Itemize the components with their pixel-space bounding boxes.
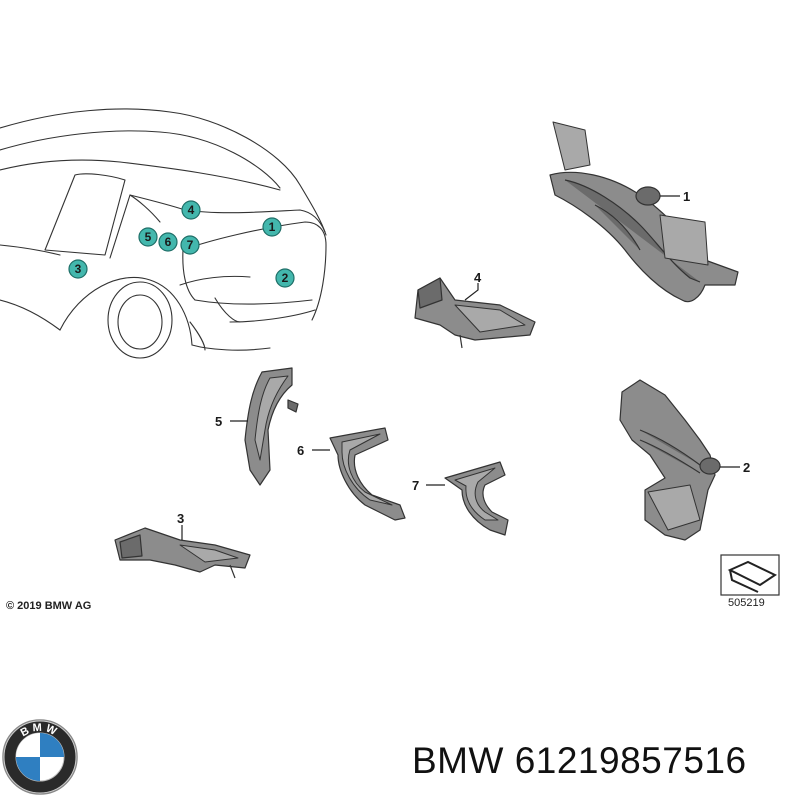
callout-2: 2 [743,460,750,475]
bmw-logo: BMW [2,719,78,795]
car-bubble-2: 2 [275,268,295,288]
svg-text:3: 3 [75,262,82,276]
svg-text:1: 1 [269,220,276,234]
part-7-drawing: 7 [412,461,509,536]
reference-box [720,554,780,596]
part-3-drawing: 3 [114,511,251,579]
car-bubble-4: 4 [181,200,201,220]
svg-text:5: 5 [145,230,152,244]
copyright-text: © 2019 BMW AG [6,600,92,612]
part-number-label: BMW 61219857516 [412,740,747,781]
svg-text:2: 2 [282,271,289,285]
reference-number: 505219 [728,597,765,609]
svg-text:4: 4 [188,203,195,217]
callout-1: 1 [683,189,690,204]
car-bubble-7: 7 [180,235,200,255]
part-4-drawing: 4 [414,270,536,349]
callout-6: 6 [297,443,304,458]
callout-3: 3 [177,511,184,526]
part-1-drawing: 1 [549,121,739,303]
car-bubble-3: 3 [68,259,88,279]
part-5-drawing: 5 [215,367,299,486]
car-outline [0,108,327,359]
part-2-drawing: 2 [619,379,750,541]
part-6-drawing: 6 [297,427,406,521]
svg-text:6: 6 [165,235,172,249]
callout-4: 4 [474,270,482,285]
callout-5: 5 [215,414,222,429]
car-bubble-1: 1 [262,217,282,237]
car-bubble-6: 6 [158,232,178,252]
callout-7: 7 [412,478,419,493]
car-bubble-5: 5 [138,227,158,247]
svg-text:BMW: BMW [19,722,62,740]
svg-text:7: 7 [187,238,194,252]
